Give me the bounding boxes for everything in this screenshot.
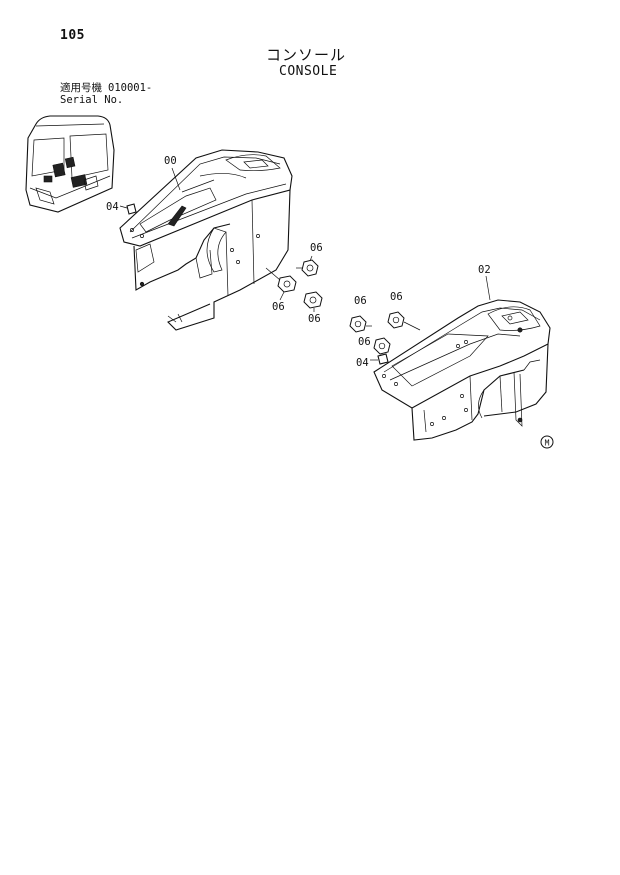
serial-number-block: 適用号機 010001- Serial No. — [60, 82, 152, 106]
page-number: 105 — [60, 28, 85, 43]
callout-00: 00 — [164, 155, 177, 167]
callout-06-top-group: 06 — [390, 291, 403, 303]
bolt-06-middle-group — [373, 337, 391, 355]
callout-06-lower-left: 06 — [272, 301, 285, 313]
bolt-06-top-group — [387, 311, 421, 331]
serial-value: 010001- — [108, 82, 153, 94]
bolt-06-left-group — [349, 315, 372, 333]
callout-06-middle-group: 06 — [358, 336, 371, 348]
console-assembly-00 — [119, 149, 293, 331]
callout-06-lower-right: 06 — [308, 313, 321, 325]
page-title: CONSOLE — [279, 64, 338, 79]
callout-06-left-group: 06 — [354, 295, 367, 307]
page-title-japanese: コンソール — [266, 46, 347, 64]
leader-00 — [171, 167, 181, 191]
callout-04-right: 04 — [356, 357, 369, 369]
leader-02 — [485, 275, 491, 301]
circled-marker-label: M — [545, 439, 550, 448]
callout-02: 02 — [478, 264, 491, 276]
callout-06-upper: 06 — [310, 242, 323, 254]
bolt-06-right-lower — [303, 291, 323, 312]
serial-label-japanese: 適用号機 — [60, 82, 102, 94]
serial-label: Serial No. — [60, 94, 124, 106]
cab-location-thumbnail — [25, 115, 115, 213]
bolt-04-right — [370, 353, 389, 365]
callout-04-left: 04 — [106, 201, 119, 213]
bolt-06-right-upper — [296, 255, 319, 277]
circled-marker: M — [540, 435, 554, 449]
bolt-04-left — [119, 203, 137, 215]
bolt-06-left-lower — [265, 267, 297, 301]
console-assembly-02 — [373, 299, 551, 441]
